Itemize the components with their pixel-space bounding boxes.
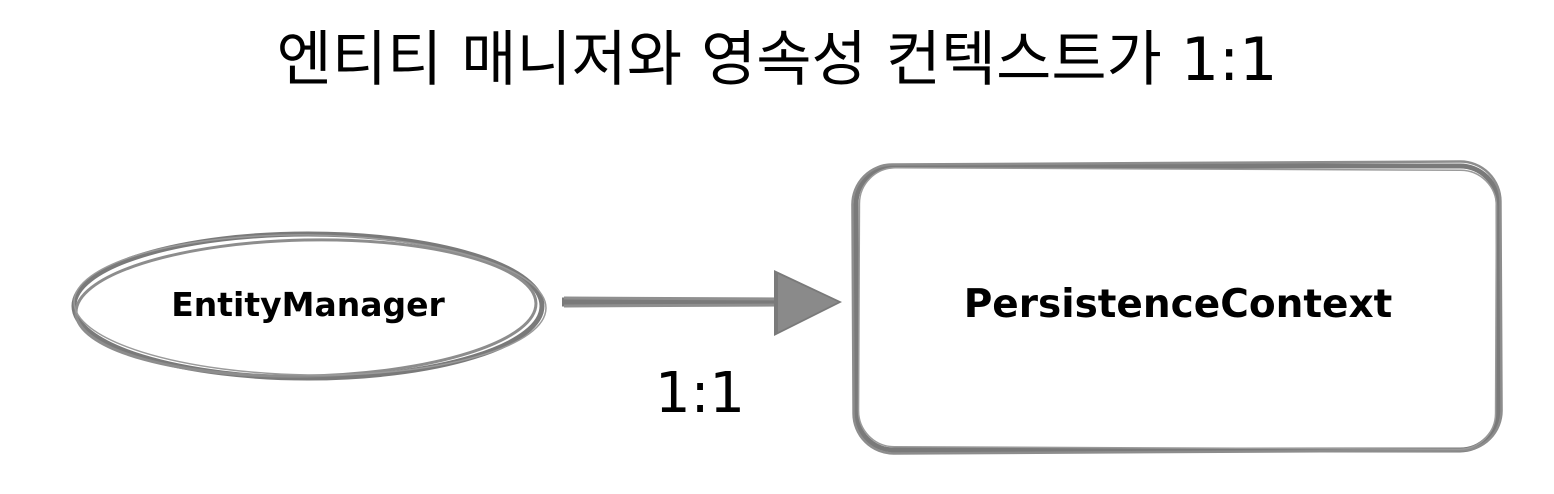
- entity-manager-label: EntityManager: [171, 285, 445, 324]
- entity-manager-node: [71, 231, 547, 381]
- persistence-context-label: PersistenceContext: [963, 282, 1393, 327]
- relation-label: 1:1: [654, 361, 746, 426]
- relation-arrow: [562, 270, 842, 336]
- diagram-title: 엔티티 매니저와 영속성 컨텍스트가 1:1: [276, 25, 1278, 95]
- persistence-context-node: [851, 160, 1503, 455]
